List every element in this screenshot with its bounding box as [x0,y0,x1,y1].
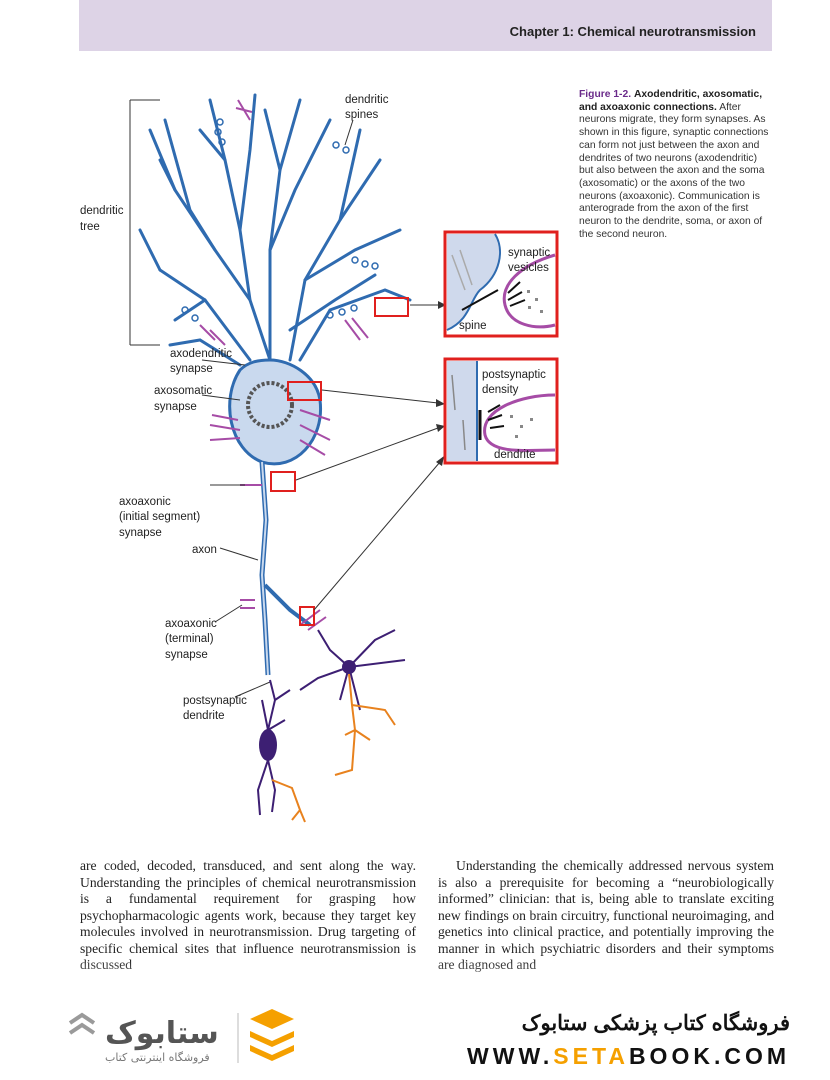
caption-figure-number: Figure 1-2. [579,89,632,100]
dendritic-spines [181,118,379,322]
caption-text: After neurons migrate, they form synapse… [579,101,769,240]
watermark-footer: ستابوک فروشگاه اینترنتی کتاب فروشگاه کتا… [0,995,830,1080]
inset-axosomatic [443,357,559,465]
highlight-boxes [270,297,409,626]
label-axodendritic-2: synapse [170,363,213,375]
label-postsynaptic-dendrite-1: postsynaptic [183,695,247,707]
inset-axodendritic [443,230,559,338]
label-axoaxonic-terminal-1: axoaxonic [165,618,217,630]
label-synaptic-vesicles-1: synaptic [508,247,550,259]
logo-text: ستابوک [105,1016,219,1051]
axon-branch [263,583,312,627]
label-axoaxonic-initial-3: synapse [119,527,162,539]
label-postsynaptic-dendrite-2: dendrite [183,710,225,722]
label-postsynaptic-density-1: postsynaptic [482,369,546,381]
label-axodendritic-1: axodendritic [170,348,232,360]
label-postsynaptic-density-2: density [482,384,519,396]
label-axoaxonic-terminal-2: (terminal) [165,633,214,645]
shop-url-highlight: SETA [553,1043,629,1069]
label-spine: spine [459,320,487,332]
label-dendritic-spines-1: dendritic [345,94,389,106]
pointer-arrows [129,99,441,698]
synapse-terminals [199,99,369,631]
page-fade [0,960,830,1000]
logo-subtitle: فروشگاه اینترنتی کتاب [105,1051,210,1064]
figure-caption: Figure 1-2. Axodendritic, axosomatic, an… [579,89,774,241]
label-synaptic-vesicles-2: vesicles [508,262,549,274]
logo-mark: ستابوک فروشگاه اینترنتی کتاب [68,1009,294,1064]
chapter-title: Chapter 1: Chemical neurotransmission [509,24,756,39]
shop-url-prefix: WWW. [467,1043,554,1069]
label-axoaxonic-initial-1: axoaxonic [119,496,171,508]
caption-title: Axodendritic, axosomatic, and axoaxonic … [579,89,763,113]
label-axoaxonic-terminal-3: synapse [165,649,208,661]
chapter-header-band: Chapter 1: Chemical neurotransmission [79,0,772,51]
label-axosomatic-1: axosomatic [154,385,212,397]
label-inset-dendrite: dendrite [494,449,536,461]
label-axon: axon [192,544,217,556]
label-axosomatic-2: synapse [154,401,197,413]
shop-url-suffix: BOOK.COM [628,1043,790,1069]
arrow-heads [436,301,446,466]
label-dendritic-tree-1: dendritic [80,205,124,217]
figure-labels: dendritic spines dendritic tree axodendr… [80,94,550,722]
shop-title: فروشگاه کتاب پزشکی ستابوک [521,1012,790,1035]
body-text-left-column: are coded, decoded, transduced, and sent… [80,858,416,972]
label-dendritic-spines-2: spines [345,109,378,121]
third-neuron [256,679,306,823]
label-dendritic-tree-2: tree [80,221,100,233]
label-axoaxonic-initial-2: (initial segment) [119,511,200,523]
dendritic-tree [138,93,412,367]
neuron-figure: dendritic spines dendritic tree axodendr… [80,93,559,823]
setabook-logo: ستابوک فروشگاه اینترنتی کتاب [60,1001,300,1076]
shop-url[interactable]: WWW.SETABOOK.COM [467,1043,790,1070]
axon-core [260,461,269,676]
soma [228,358,323,466]
second-neuron [299,629,406,776]
body-text-right-column: Understanding the chemically addressed n… [438,858,774,972]
